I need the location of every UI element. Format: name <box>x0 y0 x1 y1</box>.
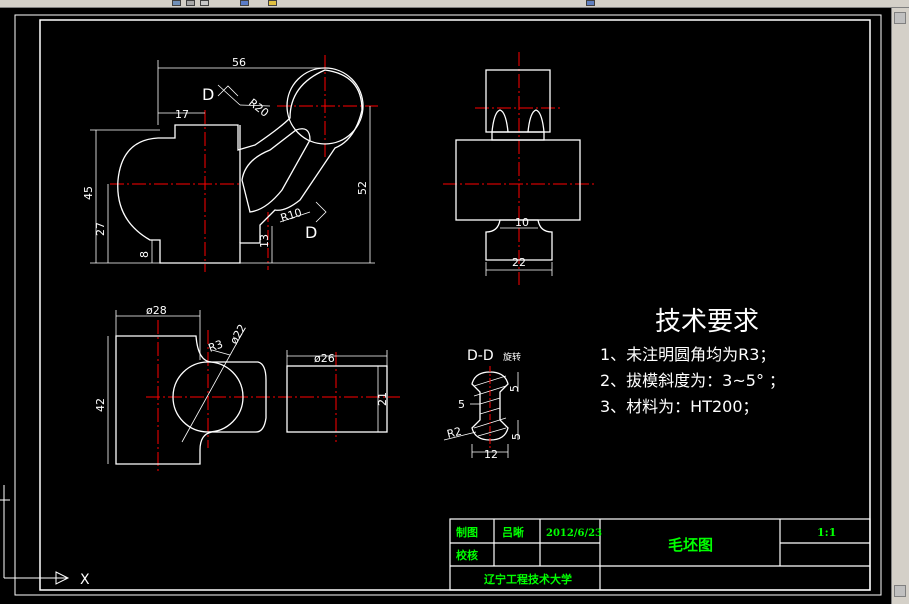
dim-height-small-right: 13 <box>258 234 271 248</box>
title-checked-label: 校核 <box>456 548 478 562</box>
outer-frame <box>14 14 882 596</box>
scroll-up-icon[interactable] <box>894 12 906 24</box>
dim-section-w: 12 <box>484 448 498 461</box>
vertical-scrollbar[interactable] <box>891 8 909 604</box>
toolbar-icon[interactable] <box>200 0 209 6</box>
toolbar-icon[interactable] <box>268 0 277 6</box>
section-view <box>443 366 519 458</box>
top-view <box>107 310 400 472</box>
dim-radius-top-view: R3 <box>207 338 225 355</box>
toolbar-icon[interactable] <box>186 0 195 6</box>
scroll-down-icon[interactable] <box>894 585 906 597</box>
requirement-item: 3、材料为：HT200； <box>600 397 759 416</box>
ucs-x-label: X <box>80 572 90 588</box>
title-block <box>449 518 871 591</box>
title-school: 辽宁工程技术大学 <box>484 572 572 586</box>
toolbar-strip <box>0 0 909 8</box>
section-mark-top: D <box>202 85 214 104</box>
dim-width-bottom: 22 <box>512 256 526 269</box>
dim-height-small: 8 <box>138 251 151 258</box>
dim-dia-left: ø28 <box>146 304 167 317</box>
requirements-heading: 技术要求 <box>655 307 759 337</box>
toolbar-icon[interactable] <box>172 0 181 6</box>
front-view <box>90 55 378 272</box>
section-title-suffix: 旋转 <box>503 351 521 363</box>
dim-width-inner: 10 <box>515 216 529 229</box>
title-drawn-name: 吕晰 <box>502 525 524 539</box>
dim-height-right: 52 <box>356 181 369 195</box>
dim-height-left-top: 42 <box>94 398 107 412</box>
ucs-icon <box>0 485 70 585</box>
dim-radius-bottom: R10 <box>279 206 304 225</box>
dim-height-inner: 27 <box>94 222 107 236</box>
dim-radius-top: R20 <box>246 96 271 120</box>
requirement-item: 1、未注明圆角均为R3； <box>600 345 775 364</box>
dim-width-left: 17 <box>175 108 189 121</box>
toolbar-icon[interactable] <box>240 0 249 6</box>
drawing-canvas[interactable]: 56 17 45 27 8 52 13 R20 R10 D D 22 10 <box>0 8 892 604</box>
section-mark-bottom: D <box>305 223 317 242</box>
title-date: 2012/6/23 <box>546 528 602 539</box>
section-title: D-D <box>467 348 494 364</box>
dim-height-right-top: 21 <box>376 392 389 406</box>
toolbar-icon[interactable] <box>586 0 595 6</box>
title-drawn-label: 制图 <box>456 525 478 539</box>
dim-width-top: 56 <box>232 56 246 69</box>
dim-section-r: R2 <box>446 425 463 441</box>
dim-dia-circle: ø22 <box>227 322 249 346</box>
title-part-name: 毛坯图 <box>668 536 713 554</box>
dim-dia-right: ø26 <box>314 352 335 365</box>
dim-height-left: 45 <box>82 186 95 200</box>
side-view <box>443 52 596 285</box>
dim-section-b: 5 <box>508 385 521 392</box>
dim-section-a: 5 <box>458 398 465 411</box>
title-scale: 1:1 <box>817 526 836 539</box>
dim-section-c: 5 <box>510 433 523 440</box>
requirement-item: 2、拔模斜度为：3~5° ； <box>600 371 785 390</box>
